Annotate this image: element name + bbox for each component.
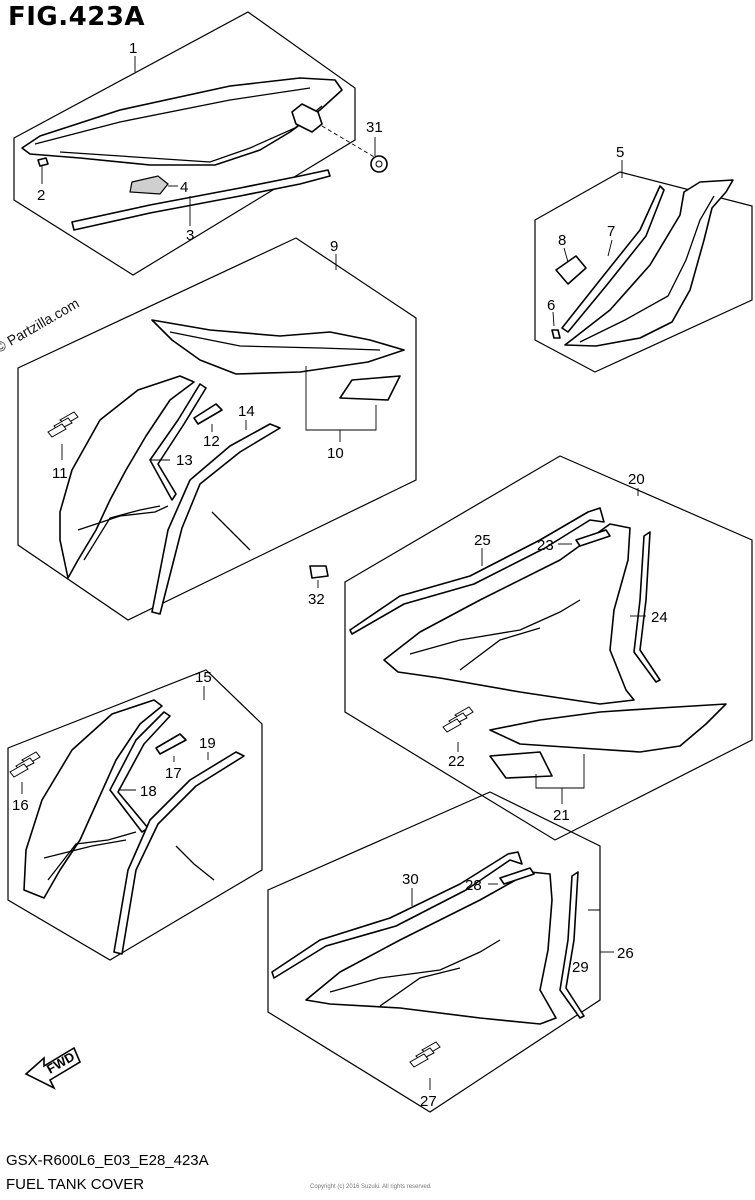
callout-27: 27 (420, 1093, 437, 1110)
callout-25: 25 (474, 532, 491, 549)
callout-22: 22 (448, 753, 465, 770)
suzuki-emblem-16 (9, 751, 41, 778)
callout-15: 15 (195, 669, 212, 686)
assembly-box-5 (534, 171, 753, 373)
callout-17: 17 (165, 765, 182, 782)
strip-12 (193, 403, 223, 425)
emblem-plate-8 (555, 255, 587, 285)
figure-title: FIG.423A (8, 2, 146, 32)
callout-7: 7 (607, 223, 615, 240)
clip-32-group: 32 (308, 565, 329, 608)
assembly-box-15 (7, 669, 263, 961)
cushion-2 (37, 157, 49, 167)
forward-arrow-icon: FWD (24, 1046, 82, 1090)
assembly-box-9 (17, 237, 417, 621)
callout-21: 21 (553, 807, 570, 824)
callout-9: 9 (330, 238, 338, 255)
suzuki-emblem-22 (442, 706, 474, 733)
emblem-plate-21 (489, 751, 553, 779)
tank-cover-20 (383, 523, 635, 705)
strip-30 (271, 851, 523, 979)
assembly-box-20 (344, 455, 753, 841)
callout-5: 5 (616, 144, 624, 161)
strip-23 (575, 529, 611, 547)
cover-11 (59, 375, 195, 579)
trim-strip-7 (561, 185, 665, 333)
figure-code: GSX-R600L6_E03_E28_423A (6, 1152, 209, 1169)
group-part-9: 9 10 11 12 13 14 (17, 237, 417, 621)
group-part-26: 30 28 29 26 27 (267, 791, 634, 1113)
group-part-20: 20 25 23 24 22 21 (344, 455, 753, 841)
strip-29 (559, 871, 585, 1019)
emblem-plate-10 (339, 375, 401, 401)
side-cover-5 (564, 179, 734, 347)
suzuki-emblem-27 (409, 1041, 441, 1068)
callout-30: 30 (402, 871, 419, 888)
strip-17 (155, 733, 187, 755)
callout-1: 1 (129, 40, 137, 57)
callout-6: 6 (547, 297, 555, 314)
callout-19: 19 (199, 735, 216, 752)
grommet-31 (370, 155, 388, 173)
callout-3: 3 (186, 227, 194, 244)
group-part-5: 5 7 8 6 (534, 144, 753, 373)
callout-31: 31 (366, 119, 383, 136)
group-part-1: 1 2 3 4 31 (13, 11, 388, 276)
callout-29: 29 (572, 959, 589, 976)
callout-14: 14 (238, 403, 255, 420)
trim-strip-3 (71, 169, 331, 231)
clip-32 (309, 565, 329, 579)
callout-2: 2 (37, 187, 45, 204)
callout-24: 24 (651, 609, 668, 626)
callout-4: 4 (180, 179, 188, 196)
callout-18: 18 (140, 783, 157, 800)
strip-25 (349, 507, 605, 635)
strip-19 (113, 751, 245, 955)
group-part-15: 15 16 17 18 19 (7, 669, 263, 961)
figure-name: FUEL TANK COVER (6, 1176, 145, 1193)
callout-26: 26 (617, 945, 634, 962)
callout-23: 23 (537, 537, 554, 554)
strip-14 (151, 423, 281, 615)
callout-12: 12 (203, 433, 220, 450)
side-panel-21 (489, 703, 727, 753)
callout-13: 13 (176, 452, 193, 469)
suzuki-emblem-11 (47, 411, 79, 438)
strip-28 (499, 867, 535, 885)
tank-cover-26 (305, 871, 557, 1025)
callout-8: 8 (558, 232, 566, 249)
callout-10: 10 (327, 445, 344, 462)
trim-18 (109, 711, 171, 833)
cover-16 (23, 699, 163, 899)
fine-print: Copyright (c) 2016 Suzuki. All rights re… (310, 1184, 432, 1190)
callout-32: 32 (308, 591, 325, 608)
callout-16: 16 (12, 797, 29, 814)
callout-20: 20 (628, 471, 645, 488)
clip-6 (551, 329, 561, 339)
assembly-box-1 (13, 11, 356, 276)
bracket-clip (291, 103, 323, 133)
trim-13 (149, 383, 207, 501)
strip-24 (633, 531, 661, 683)
callout-28: 28 (465, 877, 482, 894)
callout-11: 11 (52, 465, 68, 482)
mesh-plate-4 (129, 175, 169, 195)
